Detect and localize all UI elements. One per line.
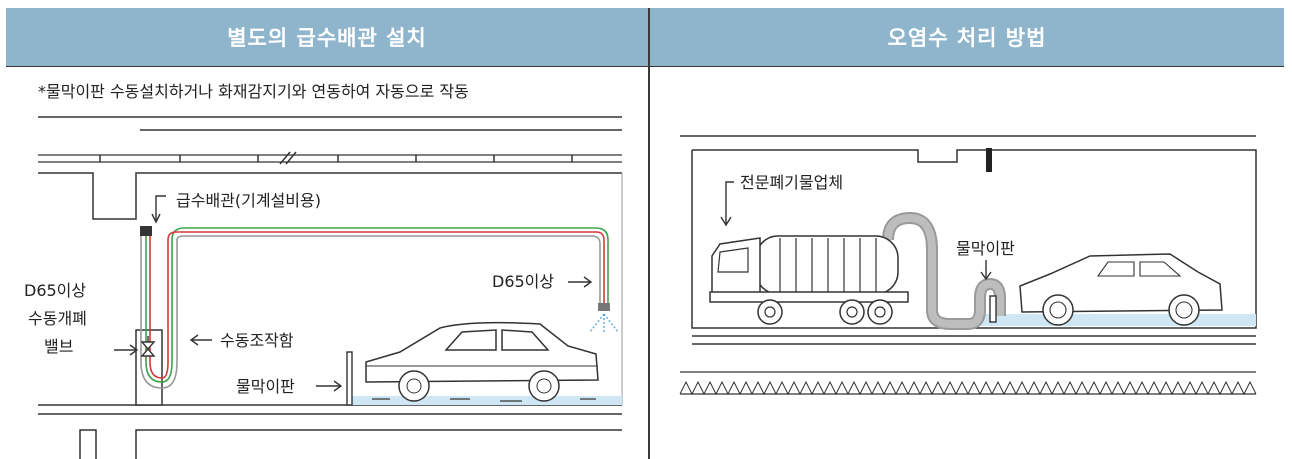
header-separate-water-pipe: 별도의 급수배관 설치	[6, 8, 648, 66]
label-manual-box: 수동조작함	[220, 331, 294, 350]
comparison-table: 별도의 급수배관 설치 오염수 처리 방법 *물막이판 수동설치하거나 화재감지…	[6, 8, 1284, 459]
label-valve-manual: 수동개폐	[28, 309, 87, 328]
label-waste-company: 전문폐기물업체	[740, 173, 843, 192]
label-valve: 밸브	[44, 337, 73, 356]
label-supply-pipe: 급수배관(기계설비용)	[176, 191, 321, 210]
water-pipe-diagram: 급수배관(기계설비용) D65이상 수동개폐 밸브 D65이상 수동조작함 물막…	[24, 116, 623, 459]
column-divider	[648, 8, 650, 459]
wastewater-diagram: 전문폐기물업체 물막이판	[679, 135, 1257, 396]
header-divider	[6, 66, 1284, 67]
label-valve-size: D65이상	[24, 281, 86, 300]
installation-note: *물막이판 수동설치하거나 화재감지기와 연동하여 자동으로 작동	[38, 82, 469, 101]
label-water-barrier: 물막이판	[236, 377, 295, 396]
header-wastewater-treatment: 오염수 처리 방법	[650, 8, 1284, 66]
label-water-barrier-right: 물막이판	[956, 239, 1015, 258]
label-nozzle-size: D65이상	[492, 272, 554, 291]
